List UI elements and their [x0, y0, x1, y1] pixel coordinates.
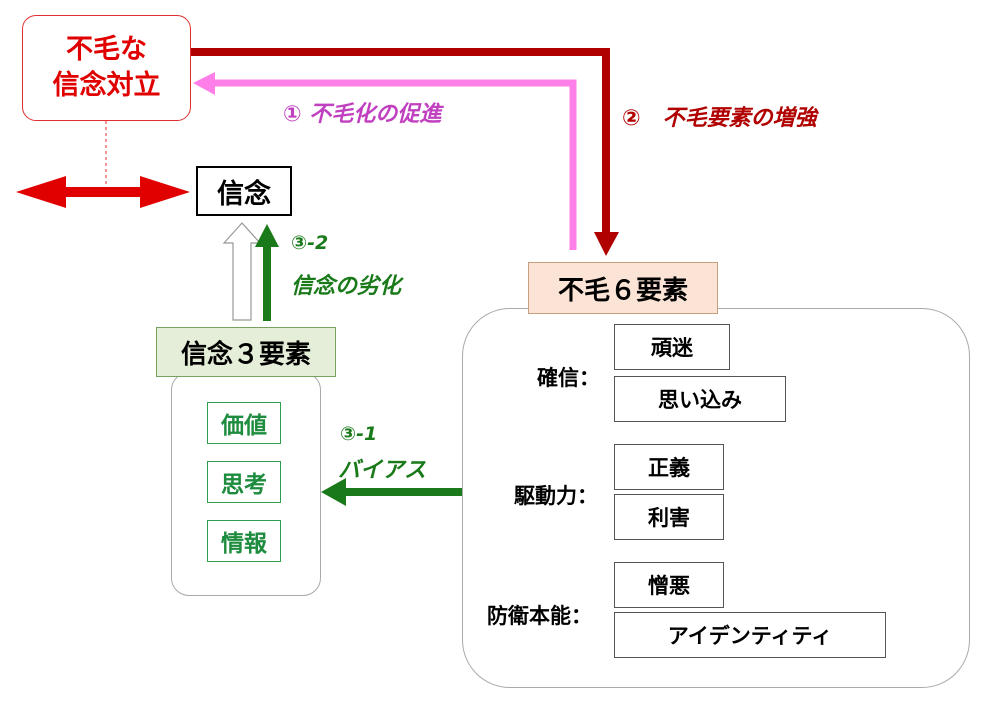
double-red-arrow	[16, 176, 190, 208]
degrade-number: ③-2	[291, 232, 329, 254]
category-driving-force: 駆動力：	[514, 484, 598, 508]
element-hatred: 憎悪	[614, 562, 724, 608]
reinforce-label: ② 不毛要素の増強	[622, 106, 817, 131]
element-obstinacy: 頑迷	[614, 324, 730, 370]
element-assumption: 思い込み	[614, 376, 786, 422]
bias-label: バイアス	[338, 458, 427, 483]
bias-number: ③-1	[340, 423, 378, 445]
reinforce-arrow-head	[594, 232, 619, 256]
promotion-label: ① 不毛化の促進	[283, 102, 442, 127]
element-identity: アイデンティティ	[614, 612, 886, 658]
element-thought: 思考	[207, 461, 281, 503]
conflict-line2: 信念対立	[52, 70, 161, 101]
three-elements-title: 信念３要素	[156, 327, 336, 377]
belief-box: 信念	[196, 166, 292, 216]
degrade-arrow-head	[255, 224, 279, 247]
category-conviction: 確信：	[537, 366, 600, 390]
element-value: 価値	[207, 402, 281, 444]
conflict-line1: 不毛な	[66, 34, 147, 65]
bias-arrow-head	[321, 478, 346, 506]
bias-arrow-shaft	[344, 488, 462, 496]
element-information: 情報	[207, 520, 281, 562]
conflict-box: 不毛な 信念対立	[22, 15, 191, 121]
degrade-label: 信念の劣化	[291, 274, 402, 299]
degrade-arrow-shaft	[263, 245, 271, 321]
element-justice: 正義	[614, 444, 724, 490]
category-defense-instinct: 防衛本能：	[487, 604, 592, 628]
six-elements-title: 不毛６要素	[528, 262, 718, 314]
promotion-arrow-head	[193, 72, 215, 95]
promotion-arrow-line	[212, 79, 577, 250]
hollow-up-arrow	[222, 222, 262, 321]
reinforce-arrow-line	[191, 48, 610, 236]
element-interest: 利害	[614, 494, 724, 540]
